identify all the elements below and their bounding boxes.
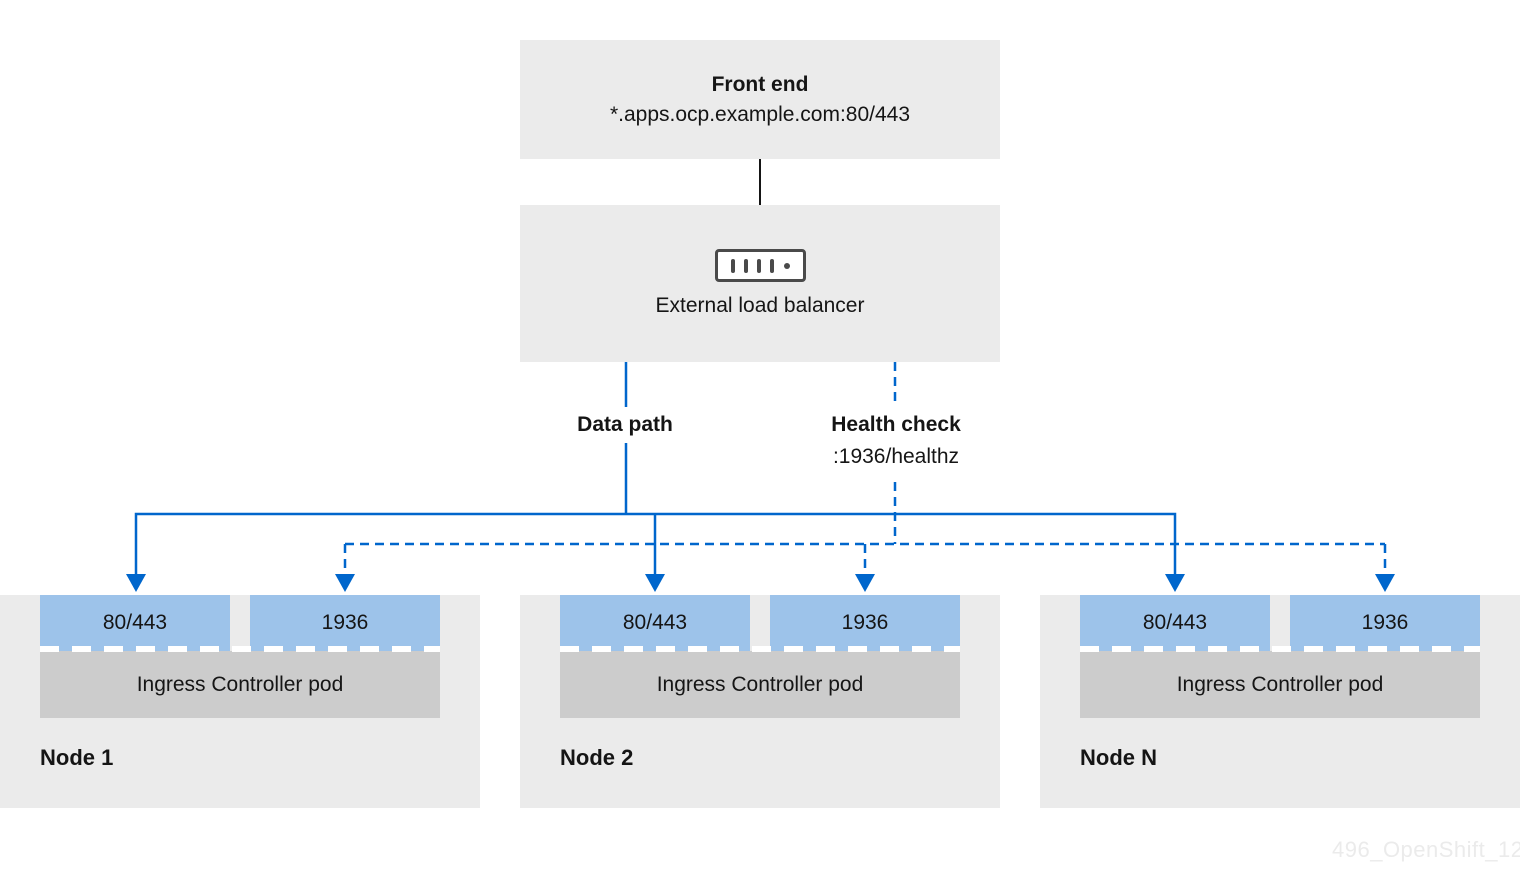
health-check-title: Health check <box>831 413 961 436</box>
ingress-controller-pod: Ingress Controller pod <box>40 651 440 718</box>
pod-dashed-seam <box>1080 646 1480 652</box>
health-check-label: Health check :1936/healthz <box>821 403 971 479</box>
watermark: 496_OpenShift_1223 <box>1332 837 1520 862</box>
pod-dashed-seam <box>40 646 440 652</box>
ingress-controller-pod: Ingress Controller pod <box>560 651 960 718</box>
server-icon <box>714 249 806 282</box>
port-80-443: 80/443 <box>1080 595 1270 651</box>
port-1936: 1936 <box>250 595 440 651</box>
node-1-box: 80/443 1936 Ingress Controller pod Node … <box>0 595 480 808</box>
data-path-lines <box>134 362 1177 575</box>
node-2-label: Node 2 <box>560 745 634 770</box>
port-80-443: 80/443 <box>40 595 230 651</box>
front-end-box: Front end *.apps.ocp.example.com:80/443 <box>520 40 1000 159</box>
port-1936: 1936 <box>770 595 960 651</box>
frontend-to-lb-connector <box>759 159 761 205</box>
load-balancer-label: External load balancer <box>655 294 865 317</box>
node-n-label: Node N <box>1080 745 1157 770</box>
port-1936: 1936 <box>1290 595 1480 651</box>
health-check-endpoint: :1936/healthz <box>832 445 960 468</box>
data-path-label: Data path <box>567 407 683 443</box>
node-n-box: 80/443 1936 Ingress Controller pod Node … <box>1040 595 1520 808</box>
port-80-443: 80/443 <box>560 595 750 651</box>
front-end-title: Front end <box>711 72 809 96</box>
pod-dashed-seam <box>560 646 960 652</box>
load-balancer-box: External load balancer <box>520 205 1000 362</box>
front-end-address: *.apps.ocp.example.com:80/443 <box>609 102 911 126</box>
ingress-controller-pod: Ingress Controller pod <box>1080 651 1480 718</box>
node-1-label: Node 1 <box>40 745 114 770</box>
node-2-box: 80/443 1936 Ingress Controller pod Node … <box>520 595 1000 808</box>
arrowheads <box>126 574 1395 592</box>
